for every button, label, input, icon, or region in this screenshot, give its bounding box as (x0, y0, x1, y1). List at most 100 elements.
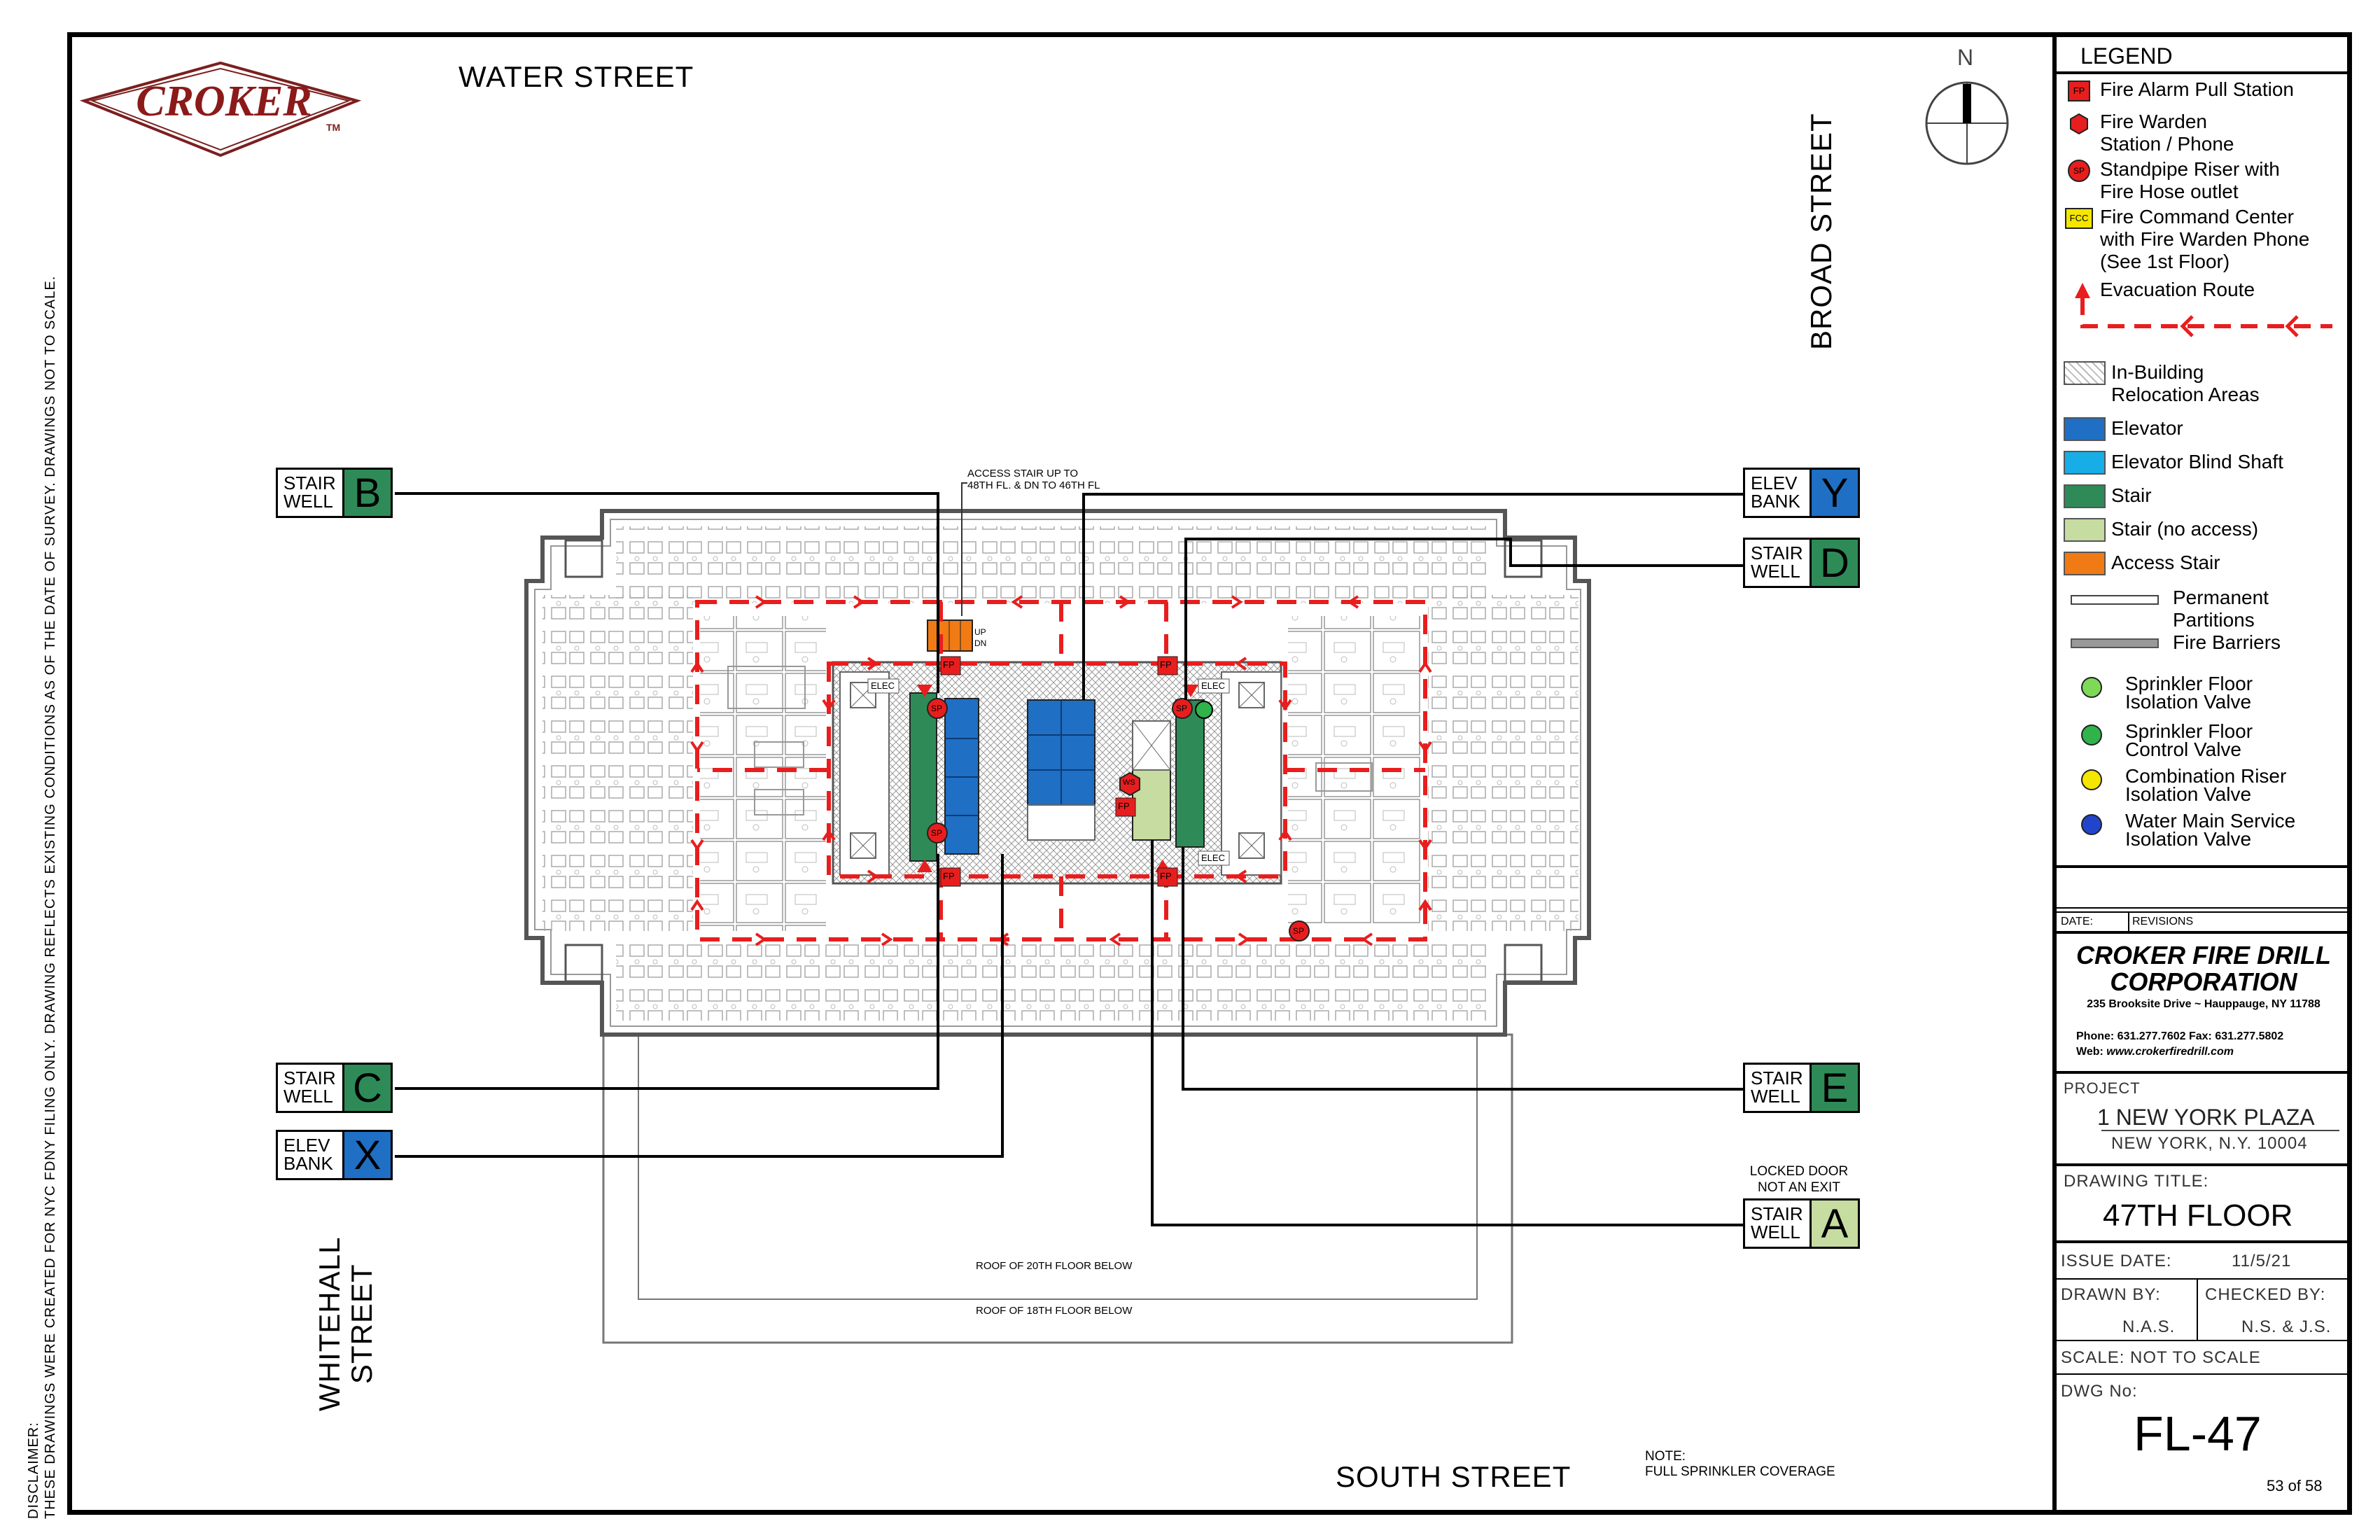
divider (2197, 1278, 2198, 1340)
floor-plan (395, 482, 1746, 1344)
company-line1: CROKER FIRE DRILL (2076, 941, 2331, 969)
revisions-label: REVISIONS (2132, 916, 2194, 927)
legend-text: Elevator Blind Shaft (2111, 451, 2283, 472)
street-north: WATER STREET (458, 60, 694, 93)
sp-marker: SP (1176, 704, 1188, 713)
legend-line: Isolation Valve (2125, 783, 2252, 805)
access-stair-swatch (2064, 552, 2106, 575)
north-label: N (1957, 45, 1974, 70)
label-line2: WELL (284, 1086, 333, 1107)
fp-marker: FP (1160, 659, 1172, 670)
permanent-partition-swatch (2071, 595, 2159, 605)
divider (2057, 865, 2352, 868)
legend-line: Fire Hose outlet (2100, 181, 2239, 202)
web-link[interactable]: www.crokerfiredrill.com (2106, 1046, 2234, 1058)
legend-line: Station / Phone (2100, 133, 2234, 155)
legend-line: Control Valve (2125, 738, 2242, 760)
divider (2057, 1163, 2352, 1166)
legend-line: Partitions (2173, 609, 2255, 631)
divider (2057, 1240, 2352, 1243)
access-stair-note-line2: 48TH FL. & DN TO 46TH FL (967, 479, 1100, 491)
legend-line: Isolation Valve (2125, 691, 2252, 713)
legend-line: Fire Command Center (2100, 206, 2294, 227)
issue-date: 11/5/21 (2232, 1252, 2292, 1270)
ws-marker: WS (1123, 778, 1135, 787)
logo-tm: TM (326, 122, 341, 133)
divider (2057, 1373, 2352, 1375)
north-arrow: N (1918, 45, 2016, 171)
label-line1: STAIR (284, 472, 336, 493)
divider (2057, 1071, 2352, 1074)
project-label: PROJECT (2064, 1079, 2141, 1097)
company-phone: Phone: 631.277.7602 Fax: 631.277.5802 (2076, 1030, 2284, 1042)
legend-line: Combination Riser (2125, 765, 2287, 787)
locked-door-note: LOCKED DOOR NOT AN EXIT (1743, 1163, 1855, 1196)
sprinkler-control-icon (2064, 722, 2120, 748)
legend-text: Stair (no access) (2111, 518, 2259, 540)
roof-18-label: ROOF OF 18TH FLOOR BELOW (976, 1305, 1133, 1317)
project-name: 1 NEW YORK PLAZA (2097, 1105, 2315, 1130)
drawn-by-label: DRAWN BY: (2061, 1285, 2161, 1304)
legend-line: with Fire Warden Phone (2100, 228, 2310, 250)
label-letter: A (1809, 1200, 1858, 1247)
label-letter: C (342, 1065, 391, 1111)
fp-marker: FP (943, 659, 955, 670)
company-line2: CORPORATION (2110, 967, 2297, 996)
legend-text: Fire Barriers (2173, 631, 2281, 653)
sheet-number: 53 of 58 (2267, 1477, 2323, 1494)
legend-line: Sprinkler Floor (2125, 673, 2253, 694)
legend-line: (See 1st Floor) (2100, 251, 2230, 272)
company-web: Web: www.crokerfiredrill.com (2076, 1046, 2234, 1058)
legend-fire-alarm: FP Fire Alarm Pull Station (2064, 78, 2294, 104)
elec-tag: ELEC (871, 680, 895, 691)
legend-line: Fire Warden (2100, 111, 2208, 132)
divider (2057, 911, 2352, 913)
blind-shaft-swatch (2064, 451, 2106, 475)
checked-by: N.S. & J.S. (2241, 1317, 2332, 1336)
sp-marker: SP (1293, 926, 1305, 936)
combination-riser-icon (2064, 767, 2120, 792)
legend-text: Elevator (2111, 417, 2183, 439)
legend-line: Sprinkler Floor (2125, 720, 2253, 742)
divider (2057, 931, 2352, 934)
note-title: NOTE: (1645, 1449, 1686, 1464)
relocation-swatch (2064, 361, 2106, 385)
sidebar: LEGEND FP Fire Alarm Pull Station Fire W… (2052, 32, 2352, 1515)
fp-marker: FP (943, 871, 955, 881)
legend-text: Evacuation Route (2100, 279, 2255, 300)
legend-line: Water Main Service (2125, 810, 2296, 832)
legend-divider (2057, 71, 2352, 74)
access-stair-note-line1: ACCESS STAIR UP TO (967, 468, 1079, 479)
drawing-title-label: DRAWING TITLE: (2064, 1172, 2209, 1191)
dwg-no-label: DWG No: (2061, 1382, 2138, 1401)
label-line1: STAIR (1751, 542, 1803, 564)
drawing-frame (67, 32, 2352, 1515)
water-main-icon (2064, 812, 2120, 837)
scale: SCALE: NOT TO SCALE (2061, 1348, 2261, 1367)
evacuation-route-icon (2075, 283, 2332, 337)
label-letter: Y (1809, 470, 1858, 516)
label-line2: WELL (1751, 1222, 1800, 1242)
label-letter: B (342, 470, 391, 516)
sprinkler-note: NOTE: FULL SPRINKLER COVERAGE (1645, 1449, 1835, 1480)
access-stair-note: ACCESS STAIR UP TO 48TH FL. & DN TO 46TH… (967, 468, 1100, 491)
label-line2: WELL (1751, 1086, 1800, 1107)
